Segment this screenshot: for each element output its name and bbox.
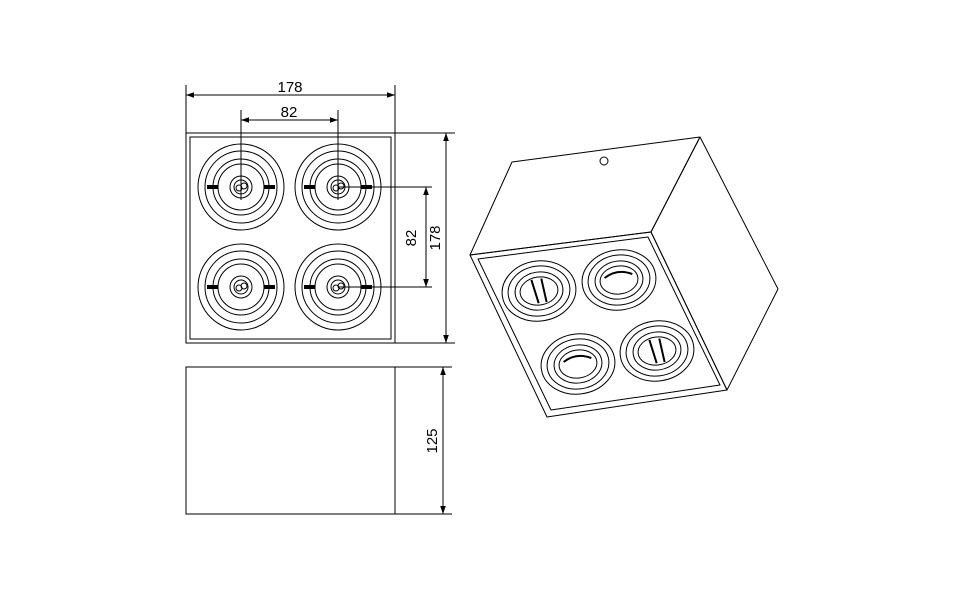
iso-right-face [650, 136, 779, 391]
dimension-spot-spacing-vertical [338, 186, 432, 288]
dimension-label-overall-depth: 178 [427, 225, 444, 250]
dimension-label-spot-spacing-horizontal: 82 [281, 104, 298, 121]
iso-spotlight-3 [540, 333, 616, 395]
isometric-view [469, 136, 779, 418]
iso-bottom-face-outer [469, 231, 728, 418]
dimension-height [395, 366, 452, 515]
side-view-body [185, 366, 396, 515]
dimension-spot-spacing-horizontal [240, 110, 339, 200]
iso-front-left-face [469, 136, 701, 256]
top-view-outer-frame [185, 132, 396, 344]
iso-spotlight-4 [619, 320, 695, 382]
top-view [185, 132, 396, 344]
top-view-inner-frame [189, 136, 392, 340]
dimension-overall-depth [395, 132, 455, 344]
iso-bottom-face-inner [477, 236, 721, 411]
dimension-label-overall-width: 178 [277, 79, 302, 96]
iso-spotlight-2 [581, 249, 657, 311]
dimension-label-spot-spacing-vertical: 82 [403, 230, 420, 247]
dimension-overall-width [185, 85, 396, 133]
iso-mounting-hole [599, 156, 609, 166]
spotlight-bottom-left [197, 243, 285, 331]
dimension-label-height: 125 [424, 428, 441, 453]
iso-spotlight-1 [501, 260, 577, 322]
